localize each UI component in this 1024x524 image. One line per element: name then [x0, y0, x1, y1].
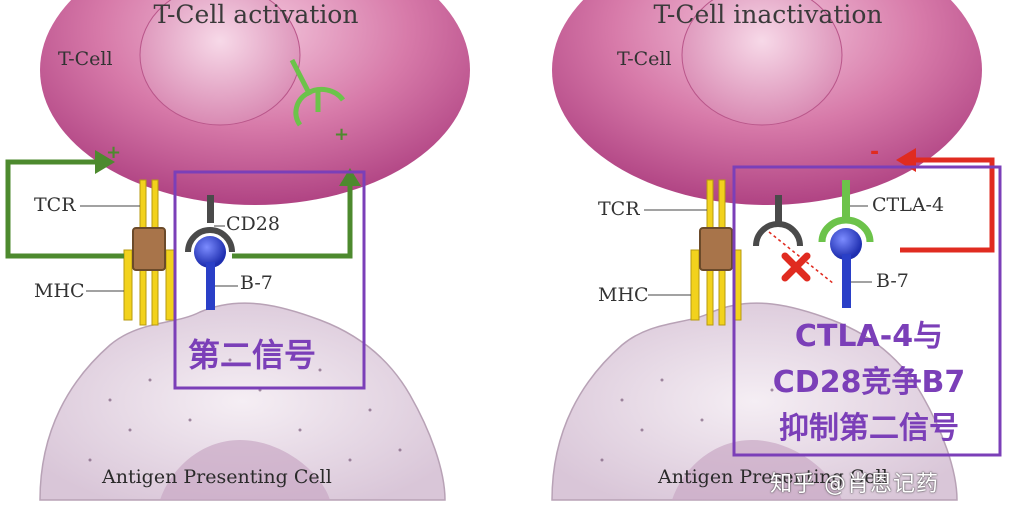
annotation-line-2: CD28竞争B7 [772, 365, 966, 400]
inactivation-illustration [551, 0, 1002, 501]
tcr-receptor [139, 179, 159, 236]
apc-speckles [88, 358, 402, 462]
antigen-presenting-cell [39, 302, 446, 501]
second-signal-box [173, 170, 366, 390]
tcr-label: TCR [34, 194, 76, 216]
b7-label: B-7 [876, 270, 909, 292]
activation-panel: T-Cell activation T-Cell TCR MHC CD28 B-… [5, 0, 470, 501]
mhc-label: MHC [598, 284, 649, 306]
blocked-path-line [768, 231, 835, 285]
tcell-label: T-Cell [617, 48, 672, 70]
inactivation-panel: T-Cell inactivation T-Cell TCR MHC CTLA-… [512, 0, 1024, 524]
antigen-peptide [699, 227, 733, 271]
ctla4-receptor [818, 180, 874, 243]
apc-label: Antigen Presenting Cell [102, 466, 332, 488]
ctla4-label: CTLA-4 [872, 194, 945, 216]
b7-ligand [194, 236, 226, 310]
mhc-label: MHC [34, 280, 85, 302]
second-signal-annotation: 第二信号 [188, 336, 317, 374]
activation-arrow-left-head [95, 150, 115, 174]
competition-box [732, 165, 1002, 457]
plus-sign-left: + [106, 142, 122, 163]
t-cell-nucleus [681, 0, 843, 126]
activation-arrow-left [5, 159, 124, 259]
annotation-line-1: CTLA-4与 [794, 319, 944, 354]
competition-annotation: CTLA-4与 CD28竞争B7 抑制第二信号 [744, 314, 994, 452]
inactivation-title: T-Cell inactivation [653, 0, 883, 29]
antigen-presenting-cell [551, 302, 958, 501]
apc-speckles [600, 378, 774, 462]
activation-title: T-Cell activation [153, 0, 359, 29]
tcr-label: TCR [598, 198, 640, 220]
b7-label: B-7 [240, 272, 273, 294]
minus-sign: - [870, 140, 880, 165]
inhibition-arrow [900, 157, 995, 253]
activation-illustration [5, 0, 470, 501]
mhc-molecule [123, 227, 175, 326]
plus-sign-right: + [334, 124, 350, 145]
apc-label: Antigen Presenting Cell [658, 466, 888, 488]
antigen-peptide [132, 227, 166, 271]
tcell-label: T-Cell [58, 48, 113, 70]
mhc-molecule [690, 227, 742, 326]
cd28-label: CD28 [226, 213, 280, 235]
cd28-receptor [185, 195, 235, 253]
annotation-line-3: 抑制第二信号 [779, 411, 959, 446]
t-cell-nucleus [139, 0, 301, 126]
apc-nucleus [160, 440, 330, 500]
receptor-y-shape [289, 58, 346, 127]
activation-arrow-right [232, 185, 353, 259]
activation-arrow-right-head [339, 168, 361, 186]
b7-ligand [830, 228, 862, 308]
cd28-receptor-blocked [753, 195, 803, 247]
watermark: 知乎 @肖恩记药 [770, 472, 939, 497]
